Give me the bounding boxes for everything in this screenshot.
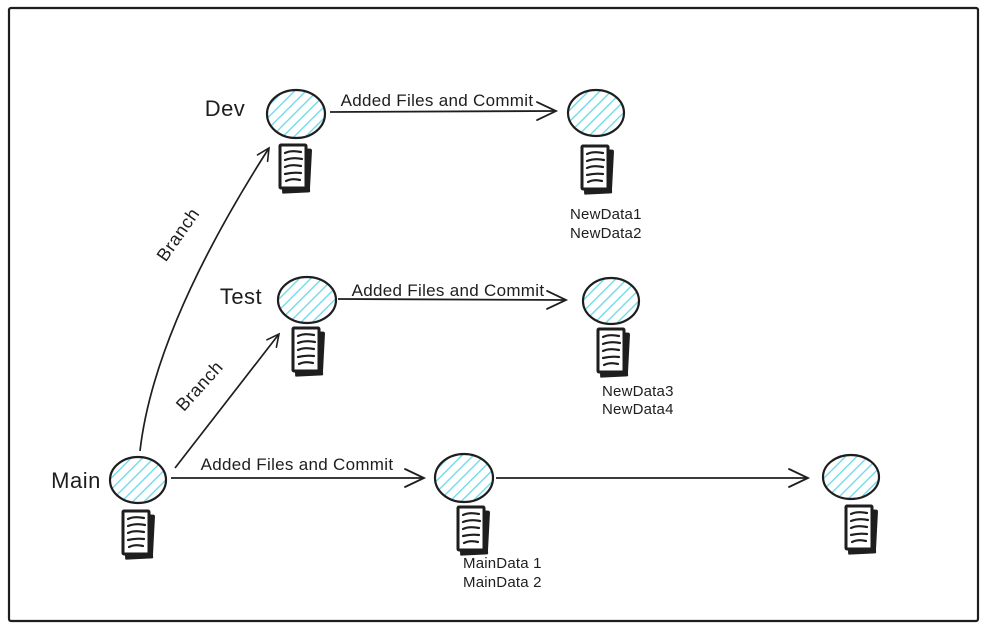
commit-node-main-2 <box>433 452 495 504</box>
files-icon-test-2 <box>596 327 632 380</box>
commit-node-test-2 <box>581 276 641 326</box>
branch-arrow-main-to-dev <box>139 146 270 452</box>
file-label-dev-1: NewData1 <box>570 206 642 223</box>
branch-name-dev: Dev <box>205 96 246 121</box>
dev-branch-row: Dev Added Files and Commit NewData1 NewD… <box>205 88 642 242</box>
files-icon-main-1 <box>121 509 157 562</box>
files-icon-test-1 <box>291 326 327 379</box>
file-label-main-1: MainData 1 <box>463 555 542 572</box>
file-label-dev-2: NewData2 <box>570 225 642 242</box>
file-label-test-2: NewData4 <box>602 401 674 418</box>
commit-arrow-dev <box>329 101 559 121</box>
main-branch-row: Main Added Files and Commit MainData 1 M… <box>51 452 881 591</box>
branch-arrow-label-test: Branch <box>172 357 227 415</box>
commit-node-test-1 <box>276 275 338 325</box>
commit-arrow-label-test: Added Files and Commit <box>352 281 545 300</box>
files-icon-dev-1 <box>278 143 314 196</box>
files-icon-main-2 <box>456 505 492 558</box>
commit-node-dev-1 <box>265 88 327 140</box>
commit-arrow-test <box>337 290 569 310</box>
commit-node-dev-2 <box>566 88 626 138</box>
files-icon-dev-2 <box>580 144 616 197</box>
commit-node-main-3 <box>821 453 881 501</box>
diagram-border <box>7 6 980 623</box>
files-icon-main-3 <box>844 504 880 557</box>
commit-arrow-label-dev: Added Files and Commit <box>341 91 534 110</box>
file-label-test-1: NewData3 <box>602 383 674 400</box>
test-branch-row: Test Added Files and Commit NewData3 New… <box>220 275 674 418</box>
commit-node-main-1 <box>108 455 168 505</box>
branch-arrow-label-dev: Branch <box>153 204 204 265</box>
branch-name-test: Test <box>220 284 262 309</box>
commit-arrow-label-main: Added Files and Commit <box>201 455 394 474</box>
file-label-main-2: MainData 2 <box>463 574 542 591</box>
branch-arrow-main-to-test <box>174 332 281 469</box>
branch-name-main: Main <box>51 468 101 493</box>
